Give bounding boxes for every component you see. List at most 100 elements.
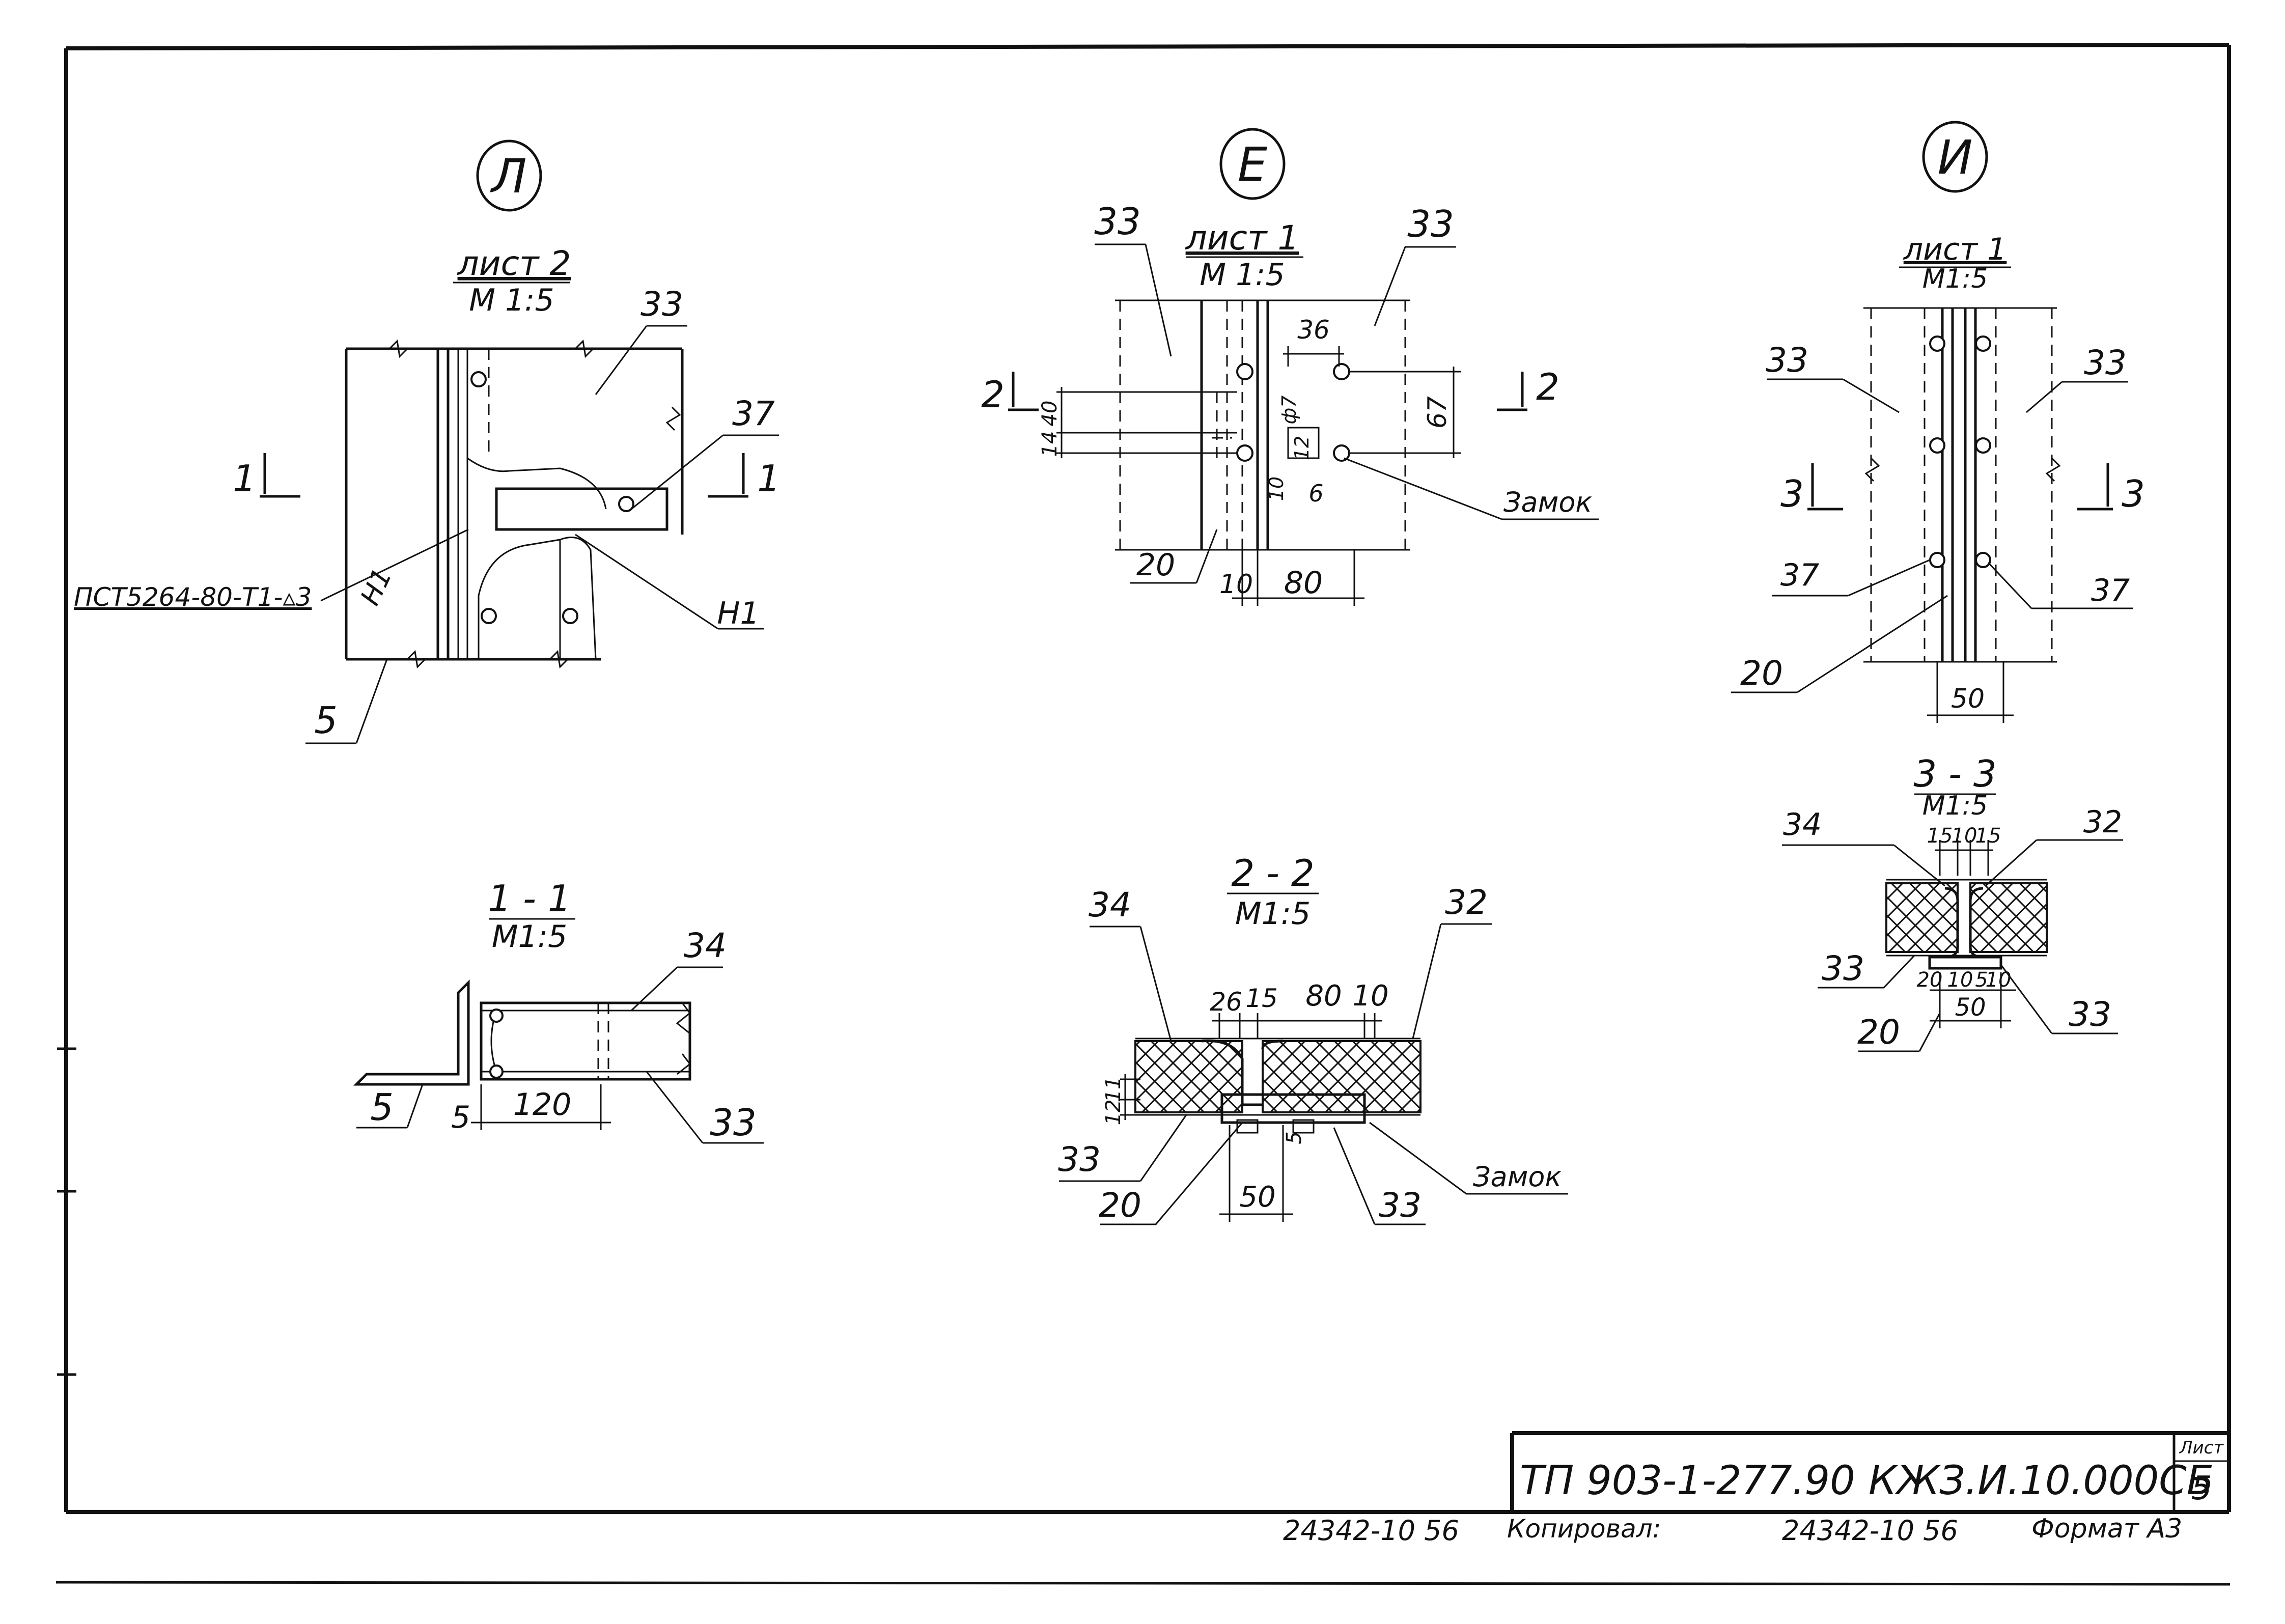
sheet-number: 5 [2191, 1470, 2212, 1507]
view-i-cut-3-right: 3 [2122, 472, 2145, 515]
doc-code: ТП 903-1-277.90 [1520, 1458, 1855, 1504]
section-2-2-dim-50: 50 [1239, 1181, 1275, 1214]
view-e-dim-14: 14 [1038, 431, 1062, 457]
view-e-label-33-left: 33 [1094, 200, 1141, 243]
view-i-label-20: 20 [1740, 654, 1783, 693]
section-3-3-label-33-right: 33 [2069, 995, 2111, 1034]
section-2-2-dim-26: 26 [1210, 987, 1242, 1017]
section-2-2-label-34: 34 [1089, 885, 1131, 925]
view-i-sheet-ref: лист 1 [1903, 232, 2007, 267]
view-l-badge-letter: Л [490, 149, 526, 204]
drawing-code: КЖЗ.И.10.000СБ [1869, 1458, 2214, 1504]
view-l-badge: Л [476, 139, 542, 212]
view-l: Л лист 2 М 1:5 33 37 5 Н1 [74, 139, 781, 744]
footer: 24342-10 56 Копировал: 24342-10 56 Форма… [1283, 1514, 2182, 1547]
section-3-3-label-33-left: 33 [1822, 949, 1864, 988]
view-e-cut-2-right: 2 [1536, 366, 1559, 408]
section-2-2-dim-80: 80 [1305, 979, 1342, 1013]
section-3-3-title: 3 - 3 [1913, 752, 1996, 795]
section-2-2-label-lock: Замок [1473, 1161, 1562, 1193]
view-e-label-lock: Замок [1503, 486, 1592, 518]
view-l-label-37: 37 [732, 394, 775, 433]
view-e: Е лист 1 М 1:5 40 14 36 [981, 128, 1599, 606]
inventory-number-left: 24342-10 56 [1283, 1515, 1459, 1547]
view-l-cut-1-left: 1 [233, 457, 256, 500]
view-i-badge-letter: И [1938, 130, 1973, 185]
section-3-3-dim-10-bottom: 10 [1947, 968, 1973, 992]
view-e-badge: Е [1219, 128, 1286, 200]
copied-by: Копировал: [1507, 1514, 1661, 1544]
section-1-1-label-33: 33 [710, 1101, 757, 1144]
view-e-cut-2-left: 2 [981, 373, 1005, 416]
section-2-2-dim-12: 12 [1102, 1100, 1125, 1126]
section-1-1-label-34: 34 [684, 926, 727, 965]
section-2-2-label-32: 32 [1445, 883, 1488, 922]
format-label: Формат А3 [2031, 1514, 2182, 1544]
section-3-3-label-34: 34 [1783, 807, 1822, 843]
section-2-2-title: 2 - 2 [1231, 852, 1314, 894]
view-i-scale: М1:5 [1922, 264, 1988, 294]
view-e-dim-80: 80 [1284, 565, 1323, 601]
section-3-3-label-20: 20 [1857, 1013, 1900, 1052]
view-e-label-20: 20 [1136, 547, 1175, 583]
view-l-scale: М 1:5 [469, 283, 554, 318]
section-3-3-label-32: 32 [2083, 804, 2122, 840]
sheet-label: Лист [2179, 1438, 2224, 1458]
section-3-3-dim-10-right: 10 [1986, 968, 2012, 992]
section-2-2-scale: М1:5 [1235, 896, 1311, 932]
section-3-3-dim-15-right: 15 [1975, 824, 2001, 848]
section-2-2-dim-11: 11 [1102, 1077, 1125, 1103]
view-e-dim-10: 10 [1219, 569, 1253, 600]
section-2-2-dim-5: 5 [1283, 1131, 1306, 1144]
view-i-label-33-left: 33 [1766, 341, 1808, 380]
section-1-1-title: 1 - 1 [488, 877, 571, 920]
view-e-dim-d7: ф7 [1278, 396, 1300, 425]
inventory-number-right: 24342-10 56 [1782, 1515, 1958, 1547]
view-i-badge: И [1922, 121, 1988, 193]
section-3-3-dim-20: 20 [1917, 968, 1943, 992]
view-e-dim-67: 67 [1423, 396, 1452, 429]
section-1-1-dim-5: 5 [451, 1100, 470, 1135]
section-3-3-scale: М1:5 [1922, 791, 1988, 821]
view-l-label-n1-vertical: Н1 [355, 564, 398, 610]
section-3-3-dim-5: 5 [1975, 968, 1988, 992]
drawing-frame [55, 43, 2231, 1586]
view-l-weld-spec: ПСТ5264-80-Т1-▵3 [74, 582, 312, 612]
view-e-dim-36: 36 [1297, 315, 1330, 345]
view-e-dim-6: 6 [1308, 480, 1323, 507]
section-2-2-label-20: 20 [1099, 1186, 1141, 1225]
view-e-sheet-ref: лист 1 [1185, 218, 1299, 258]
section-1-1-dim-120: 120 [513, 1087, 572, 1123]
view-l-label-n1: Н1 [717, 596, 759, 631]
view-l-cut-1-right: 1 [757, 457, 781, 500]
section-3-3: 3 - 3 М1:5 15 10 15 20 10 5 10 50 34 32 [1782, 752, 2123, 1052]
section-2-2-label-33-left: 33 [1058, 1140, 1101, 1179]
view-e-badge-letter: Е [1238, 137, 1267, 192]
view-l-sheet-ref: лист 2 [457, 244, 571, 283]
section-2-2-label-33-right: 33 [1379, 1186, 1422, 1225]
view-i-cut-3-left: 3 [1780, 472, 1804, 515]
title-block: ТП 903-1-277.90 КЖЗ.И.10.000СБ Лист 5 [1510, 1431, 2229, 1512]
view-l-label-5: 5 [314, 699, 338, 742]
section-3-3-dim-10: 10 [1952, 824, 1977, 848]
view-i-label-37-right: 37 [2091, 573, 2130, 608]
section-1-1-scale: М1:5 [492, 919, 567, 955]
section-2-2-dim-10: 10 [1352, 979, 1388, 1013]
section-2-2-dim-15: 15 [1245, 984, 1278, 1013]
section-1-1-label-5: 5 [370, 1086, 394, 1129]
view-e-label-33-right: 33 [1407, 203, 1454, 245]
view-e-dim-12: 12 [1291, 436, 1313, 460]
section-2-2: 2 - 2 М1:5 26 15 80 10 11 12 5 50 [1058, 852, 1568, 1225]
view-e-dim-10-vertical: 10 [1265, 477, 1288, 501]
section-1-1: 1 - 1 М1:5 120 5 34 33 5 [353, 877, 764, 1144]
view-l-label-33: 33 [640, 285, 683, 324]
view-i-dim-50: 50 [1951, 684, 1985, 714]
section-3-3-dim-50: 50 [1955, 993, 1986, 1022]
view-i: И лист 1 М1:5 50 33 33 [1731, 121, 2145, 723]
view-i-label-33-right: 33 [2084, 343, 2127, 382]
view-e-dim-40: 40 [1038, 401, 1062, 427]
view-i-label-37-left: 37 [1780, 557, 1819, 593]
section-3-3-dim-15-left: 15 [1927, 824, 1953, 848]
view-e-scale: М 1:5 [1200, 257, 1285, 293]
